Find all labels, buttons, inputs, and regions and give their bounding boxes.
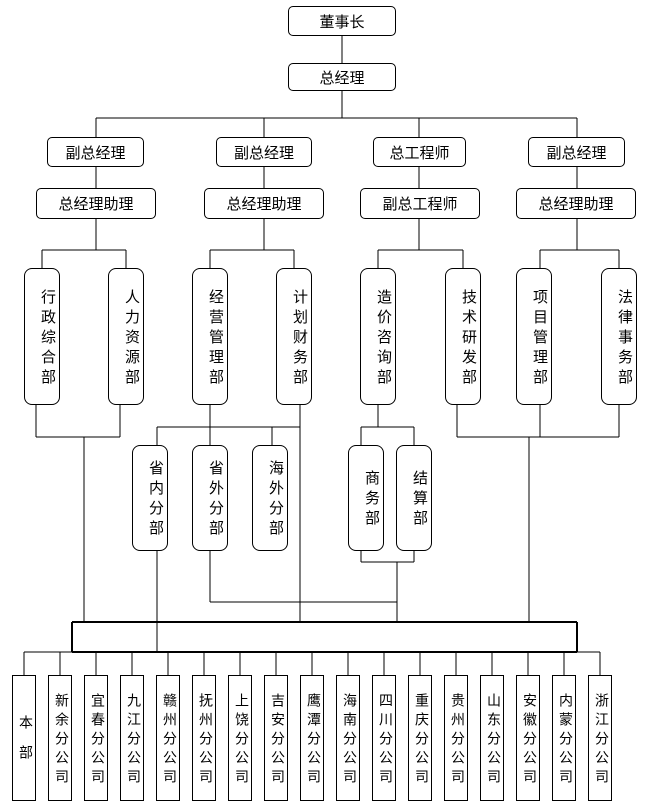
deputy-gm-box-1: 副总经理 (47, 137, 144, 167)
branch-anhui: 安徽分公司 (516, 675, 540, 801)
branch-chongqing: 重庆分公司 (408, 675, 432, 801)
gm-assistant-box-2: 总经理助理 (204, 188, 324, 219)
subdept-out-province: 省外分部 (192, 445, 228, 551)
branch-shangrao: 上饶分公司 (228, 675, 252, 801)
dept-cost-consulting: 造价咨询部 (360, 268, 396, 405)
deputy-chief-engineer-box: 副总工程师 (360, 188, 480, 219)
gm-assistant-box-1: 总经理助理 (36, 188, 156, 219)
dept-admin: 行政综合部 (24, 268, 60, 405)
dept-hr: 人力资源部 (108, 268, 144, 405)
subdept-settlement: 结算部 (396, 445, 432, 551)
chief-engineer-box: 总工程师 (373, 137, 466, 167)
branch-shandong: 山东分公司 (480, 675, 504, 801)
dept-operations: 经营管理部 (192, 268, 228, 405)
subdept-overseas: 海外分部 (252, 445, 288, 551)
branch-yichun: 宜春分公司 (84, 675, 108, 801)
branch-fuzhou: 抚州分公司 (192, 675, 216, 801)
branch-hainan: 海南分公司 (336, 675, 360, 801)
dept-project-mgmt: 项目管理部 (516, 268, 552, 405)
branch-inner-mongolia: 内蒙分公司 (552, 675, 576, 801)
branch-yingtan: 鹰潭分公司 (300, 675, 324, 801)
subdept-business: 商务部 (348, 445, 384, 551)
branch-jian: 吉安分公司 (264, 675, 288, 801)
subdept-in-province: 省内分部 (132, 445, 168, 551)
branch-xinyu: 新余分公司 (48, 675, 72, 801)
branch-ganzhou: 赣州分公司 (156, 675, 180, 801)
dept-finance: 计划财务部 (276, 268, 312, 405)
branch-guizhou: 贵州分公司 (444, 675, 468, 801)
deputy-gm-box-3: 副总经理 (528, 137, 625, 167)
dept-legal: 法律事务部 (601, 268, 637, 405)
chairman-box: 董事长 (288, 6, 396, 36)
dept-tech-rd: 技术研发部 (445, 268, 481, 405)
branch-headquarters: 本部 (12, 675, 36, 801)
gm-assistant-box-3: 总经理助理 (516, 188, 636, 219)
branch-jiujiang: 九江分公司 (120, 675, 144, 801)
general-manager-box: 总经理 (288, 63, 396, 91)
branch-sichuan: 四川分公司 (372, 675, 396, 801)
branch-zhejiang: 浙江分公司 (588, 675, 612, 801)
deputy-gm-box-2: 副总经理 (216, 137, 312, 167)
